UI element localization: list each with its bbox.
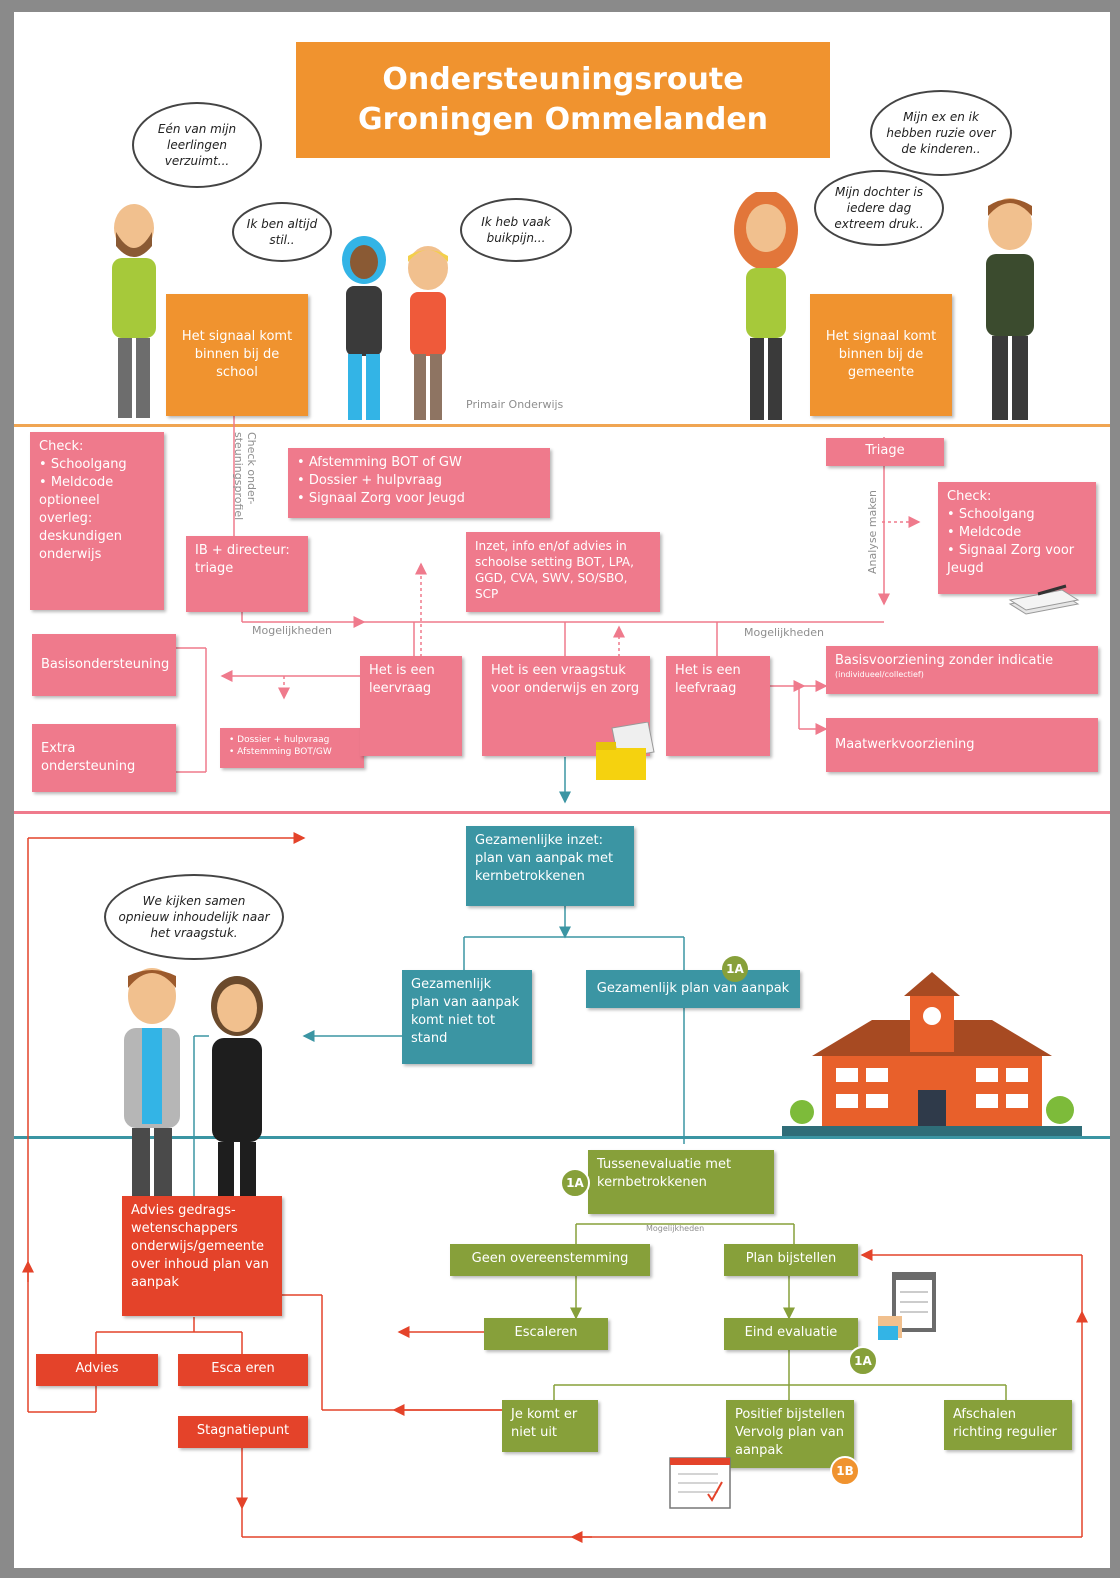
mogelijkheden-left-label: Mogelijkheden	[252, 624, 332, 637]
title-line-2: Groningen Ommelanden	[357, 102, 769, 137]
check-right-box: Check: Schoolgang Meldcode Signaal Zorg …	[938, 482, 1096, 594]
leervraag-box: Het is een leervraag	[360, 656, 462, 756]
mother-figure	[734, 192, 798, 420]
check-left-box: Check: Schoolgang Meldcode optioneel ove…	[30, 432, 164, 610]
basisvoorziening-sub: (individueel/collectief)	[835, 670, 924, 679]
extra-ondersteuning-box: Extra ondersteuning	[32, 724, 176, 792]
afstemming-item: Dossier + hulpvraag	[297, 472, 541, 490]
speech-bubble-father: Mijn ex en ik hebben ruzie over de kinde…	[870, 90, 1012, 176]
triage-box: Triage	[826, 438, 944, 466]
je-komt-box: Je komt er niet uit	[502, 1400, 598, 1452]
dossier-small-box: Dossier + hulpvraag Afstemming BOT/GW	[220, 728, 364, 768]
basisvoorziening-label: Basisvoorziening zonder indicatie	[835, 653, 1054, 668]
signaal-gemeente-box: Het signaal komt binnen bij de gemeente	[810, 294, 952, 416]
signaal-school-box: Het signaal komt binnen bij de school	[166, 294, 308, 416]
plan-bijstellen-box: Plan bijstellen	[724, 1244, 858, 1276]
check-right-item: Signaal Zorg voor Jeugd	[947, 542, 1087, 578]
check-profiel-label: Check onder-steuningsprofiel	[232, 432, 258, 521]
escaleren-box: Escaleren	[484, 1318, 608, 1350]
papers-icon	[1008, 584, 1080, 615]
teacher-figure	[112, 204, 156, 418]
ib-directeur-box: IB + directeur: triage	[186, 536, 308, 612]
gezamenlijke-inzet-box: Gezamenlijke inzet: plan van aanpak met …	[466, 826, 634, 906]
eind-evaluatie-box: Eind evaluatie	[724, 1318, 858, 1350]
geen-overeenstemming-box: Geen overeenstemming	[450, 1244, 650, 1276]
advies-gw-box: Advies gedrags-wetenschappers onderwijs/…	[122, 1196, 282, 1316]
afstemming-box: Afstemming BOT of GW Dossier + hulpvraag…	[288, 448, 550, 518]
check-left-title: Check:	[39, 439, 84, 454]
afschalen-box: Afschalen richting regulier	[944, 1400, 1072, 1450]
divider-orange	[14, 424, 1110, 427]
escaleren-red-box: Esca eren	[178, 1354, 308, 1386]
girl-figure	[342, 236, 386, 420]
mogelijkheden-right-label: Mogelijkheden	[744, 626, 824, 639]
plan-box: Gezamenlijk plan van aanpak	[586, 970, 800, 1008]
afstemming-item: Signaal Zorg voor Jeugd	[297, 490, 541, 508]
speech-bubble-mother: Mijn dochter is iedere dag extreem druk.…	[814, 170, 944, 246]
badge-1a-eind: 1A	[848, 1346, 878, 1376]
man-figure	[124, 968, 180, 1204]
dossier-small-item: Dossier + hulpvraag	[229, 734, 355, 746]
basisvoorziening-box: Basisvoorziening zonder indicatie (indiv…	[826, 646, 1098, 694]
speech-bubble-pair: We kijken samen opnieuw inhoudelijk naar…	[104, 874, 284, 960]
check-right-title: Check:	[947, 489, 992, 504]
divider-pink	[14, 811, 1110, 814]
dossier-small-item: Afstemming BOT/GW	[229, 746, 355, 758]
advies-box: Advies	[36, 1354, 158, 1386]
basisondersteuning-box: Basisondersteuning	[32, 634, 176, 696]
maatwerk-box: Maatwerkvoorziening	[826, 718, 1098, 772]
father-figure	[986, 198, 1034, 420]
page-title: Ondersteuningsroute Groningen Ommelanden	[296, 42, 830, 158]
positief-box: Positief bijstellen Vervolg plan van aan…	[726, 1400, 854, 1468]
folder-icon	[596, 722, 655, 780]
title-line-1: Ondersteuningsroute	[382, 62, 744, 97]
school-building-icon	[782, 972, 1082, 1136]
checklist-icon	[669, 1457, 731, 1509]
check-right-item: Meldcode	[947, 524, 1087, 542]
speech-bubble-teacher: Eén van mijn leerlingen verzuimt...	[132, 102, 262, 188]
badge-1a-tussen: 1A	[560, 1168, 590, 1198]
leefvraag-box: Het is een leefvraag	[666, 656, 770, 756]
check-right-item: Schoolgang	[947, 506, 1087, 524]
badge-1a-plan: 1A	[722, 956, 748, 982]
plan-niet-box: Gezamenlijk plan van aanpak komt niet to…	[402, 970, 532, 1064]
page: Ondersteuningsroute Groningen Ommelanden…	[14, 12, 1110, 1568]
speech-bubble-boy: Ik heb vaak buikpijn...	[460, 198, 572, 262]
inzet-info-box: Inzet, info en/of advies in schoolse set…	[466, 532, 660, 612]
badge-1b: 1B	[830, 1456, 860, 1486]
afstemming-item: Afstemming BOT of GW	[297, 454, 541, 472]
mogelijkheden-small-label: Mogelijkheden	[646, 1224, 705, 1233]
clipboard-icon	[878, 1272, 936, 1340]
check-left-item: Meldcode optioneel overleg: deskundigen …	[39, 474, 155, 564]
divider-teal	[14, 1136, 1110, 1139]
boy-figure	[408, 246, 448, 420]
analyse-maken-label: Analyse maken	[866, 490, 879, 574]
tussenevaluatie-box: Tussenevaluatie met kernbetrokkenen	[588, 1150, 774, 1214]
check-left-item: Schoolgang	[39, 456, 155, 474]
primair-onderwijs-label: Primair Onderwijs	[466, 398, 564, 411]
stagnatiepunt-box: Stagnatiepunt	[178, 1416, 308, 1448]
woman-figure	[211, 976, 263, 1204]
speech-bubble-girl: Ik ben altijd stil..	[232, 202, 332, 262]
